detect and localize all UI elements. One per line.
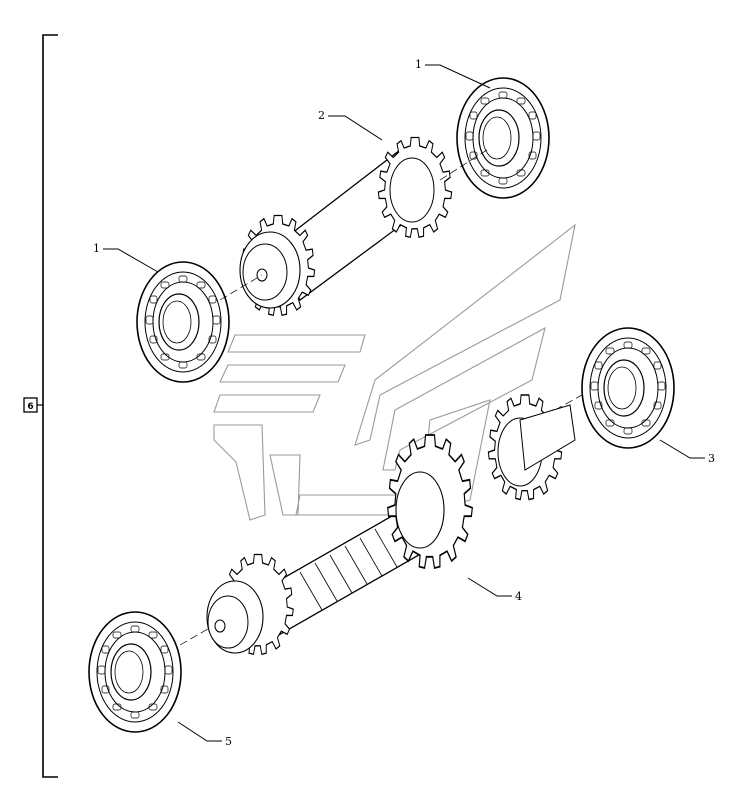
bearing-upper-left xyxy=(136,261,230,383)
callout-4: 4 xyxy=(515,590,522,603)
callout-3: 3 xyxy=(708,452,715,465)
leader-lines xyxy=(103,64,705,742)
callout-1-upper: 1 xyxy=(415,58,422,71)
bearing-lower-left xyxy=(88,611,182,733)
lower-double-gear-shaft xyxy=(206,394,576,655)
assembly-bracket xyxy=(42,34,58,778)
callout-2: 2 xyxy=(318,109,325,122)
callout-5: 5 xyxy=(225,735,232,748)
bearing-right xyxy=(581,327,675,449)
assembly-badge-label: 6 xyxy=(27,402,33,412)
upper-shaft-gear xyxy=(239,136,453,316)
callout-1-lower: 1 xyxy=(93,242,100,255)
bearing-upper-right xyxy=(456,77,550,199)
assembly-badge: 6 xyxy=(23,397,43,413)
